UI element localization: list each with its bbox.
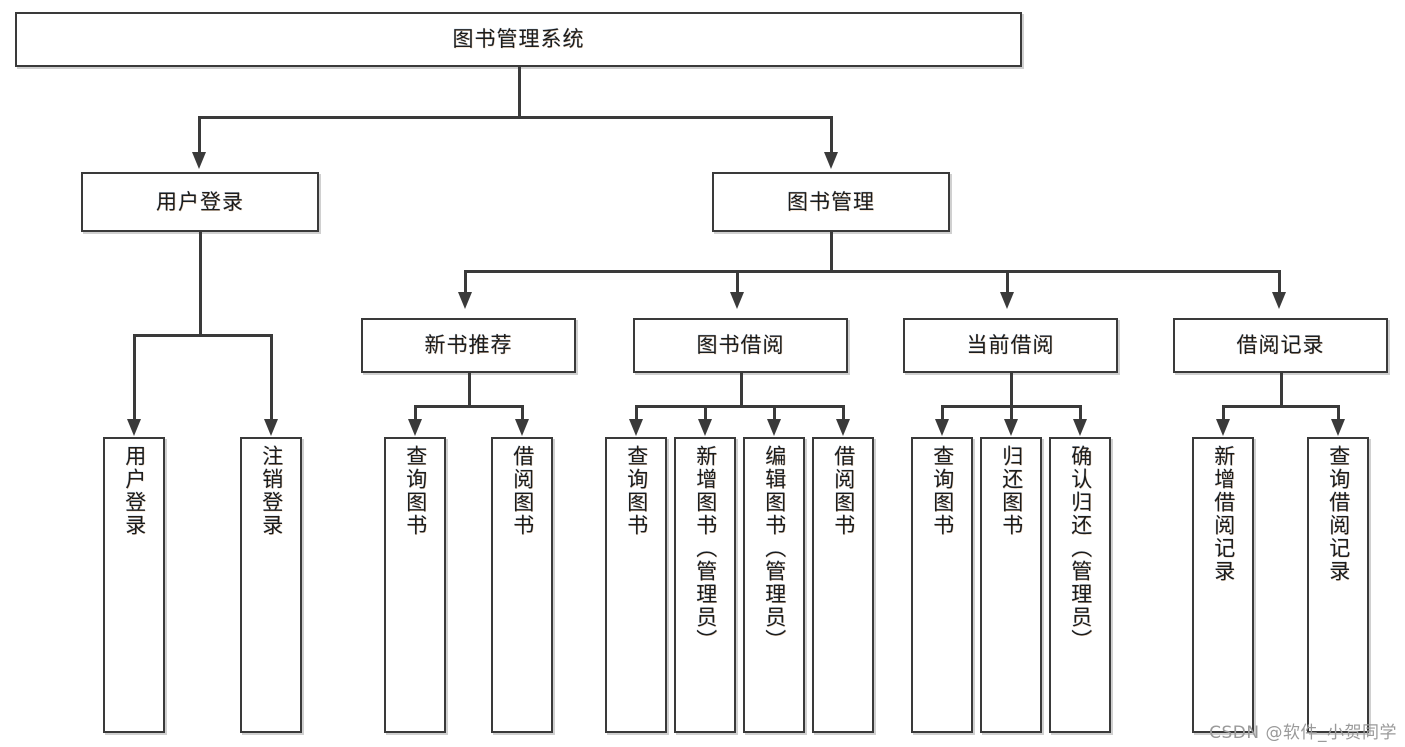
connector-current-borrow-stem bbox=[1010, 373, 1013, 406]
node-label: 图书借阅 bbox=[696, 333, 785, 358]
leaf-label: 查询借阅记录 bbox=[1326, 445, 1351, 583]
arrowhead-cb-leaf-1 bbox=[935, 419, 949, 436]
leaf-bb-add-book-admin[interactable]: 新增图书（管理员） bbox=[674, 437, 736, 733]
leaf-bb-query-book[interactable]: 查询图书 bbox=[605, 437, 667, 733]
leaf-bb-edit-book-admin[interactable]: 编辑图书（管理员） bbox=[743, 437, 805, 733]
leaf-label: 查询图书 bbox=[403, 445, 428, 537]
arrowhead-nb-leaf-2 bbox=[515, 419, 529, 436]
node-current-borrow[interactable]: 当前借阅 bbox=[903, 318, 1118, 373]
leaf-label: 查询图书 bbox=[930, 445, 955, 537]
connector-drop-br-leaf-2 bbox=[1337, 405, 1340, 421]
connector-drop-book-borrow bbox=[736, 270, 739, 294]
connector-book-borrow-stem bbox=[740, 373, 743, 406]
leaf-label: 归还图书 bbox=[999, 445, 1024, 537]
node-label: 图书管理 bbox=[787, 189, 875, 214]
arrowhead-cb-leaf-3 bbox=[1073, 419, 1087, 436]
node-book-management[interactable]: 图书管理 bbox=[712, 172, 950, 232]
connector-borrow-record-stem bbox=[1280, 373, 1283, 406]
arrowhead-cb-leaf-2 bbox=[1004, 419, 1018, 436]
connector-drop-bb-leaf-1 bbox=[635, 405, 638, 421]
leaf-br-add-record[interactable]: 新增借阅记录 bbox=[1192, 437, 1254, 733]
connector-drop-new-book bbox=[464, 270, 467, 294]
arrowhead-br-leaf-2 bbox=[1331, 419, 1345, 436]
connector-drop-br-leaf-1 bbox=[1222, 405, 1225, 421]
leaf-nb-query-book[interactable]: 查询图书 bbox=[384, 437, 446, 733]
connector-drop-leaf-logout bbox=[270, 334, 273, 421]
arrowhead-br-leaf-1 bbox=[1216, 419, 1230, 436]
node-label: 当前借阅 bbox=[966, 333, 1055, 358]
leaf-label: 新增图书（管理员） bbox=[693, 445, 718, 652]
connector-book-mgmt-bus bbox=[464, 270, 1280, 273]
connector-drop-bb-leaf-4 bbox=[842, 405, 845, 421]
leaf-cb-return-book[interactable]: 归还图书 bbox=[980, 437, 1042, 733]
arrowhead-bb-leaf-1 bbox=[629, 419, 643, 436]
arrowhead-book-borrow bbox=[730, 292, 744, 309]
leaf-nb-borrow-book[interactable]: 借阅图书 bbox=[491, 437, 553, 733]
node-label: 新书推荐 bbox=[424, 333, 513, 358]
arrowhead-bb-leaf-2 bbox=[698, 419, 712, 436]
node-book-borrow[interactable]: 图书借阅 bbox=[633, 318, 848, 373]
connector-new-book-stem bbox=[468, 373, 471, 406]
leaf-bb-borrow-book[interactable]: 借阅图书 bbox=[812, 437, 874, 733]
leaf-label: 借阅图书 bbox=[831, 445, 856, 537]
node-label: 借阅记录 bbox=[1236, 333, 1325, 358]
arrowhead-current-borrow bbox=[1000, 292, 1014, 309]
leaf-cb-confirm-return-admin[interactable]: 确认归还（管理员） bbox=[1049, 437, 1111, 733]
node-new-book-recommend[interactable]: 新书推荐 bbox=[361, 318, 576, 373]
connector-borrow-record-bus bbox=[1222, 405, 1339, 408]
connector-drop-bb-leaf-2 bbox=[704, 405, 707, 421]
node-borrow-record[interactable]: 借阅记录 bbox=[1173, 318, 1388, 373]
leaf-label: 新增借阅记录 bbox=[1211, 445, 1236, 583]
connector-book-mgmt-stem bbox=[830, 232, 833, 272]
connector-user-login-stem bbox=[199, 232, 202, 335]
connector-root-bus bbox=[198, 116, 832, 119]
leaf-label: 借阅图书 bbox=[510, 445, 535, 537]
connector-drop-nb-leaf-2 bbox=[521, 405, 524, 421]
connector-drop-user-login bbox=[198, 116, 201, 154]
connector-drop-current-borrow bbox=[1006, 270, 1009, 294]
node-user-login[interactable]: 用户登录 bbox=[81, 172, 319, 232]
connector-book-borrow-bus bbox=[635, 405, 844, 408]
arrowhead-nb-leaf-1 bbox=[408, 419, 422, 436]
arrowhead-borrow-record bbox=[1272, 292, 1286, 309]
connector-drop-cb-leaf-3 bbox=[1079, 405, 1082, 421]
leaf-br-query-record[interactable]: 查询借阅记录 bbox=[1307, 437, 1369, 733]
connector-drop-cb-leaf-2 bbox=[1010, 405, 1013, 421]
arrowhead-bb-leaf-3 bbox=[767, 419, 781, 436]
arrowhead-new-book bbox=[458, 292, 472, 309]
leaf-label: 确认归还（管理员） bbox=[1068, 445, 1093, 652]
connector-drop-bb-leaf-3 bbox=[773, 405, 776, 421]
connector-drop-borrow-record bbox=[1278, 270, 1281, 294]
arrowhead-user-login bbox=[192, 152, 206, 169]
connector-new-book-bus bbox=[414, 405, 523, 408]
arrowhead-book-mgmt bbox=[824, 152, 838, 169]
arrowhead-bb-leaf-4 bbox=[836, 419, 850, 436]
leaf-label: 编辑图书（管理员） bbox=[762, 445, 787, 652]
connector-drop-cb-leaf-1 bbox=[941, 405, 944, 421]
node-label: 图书管理系统 bbox=[452, 27, 585, 52]
connector-drop-nb-leaf-1 bbox=[414, 405, 417, 421]
leaf-logout[interactable]: 注销登录 bbox=[240, 437, 302, 733]
node-label: 用户登录 bbox=[156, 189, 244, 214]
csdn-watermark: CSDN @软件_小贺同学 bbox=[1209, 723, 1397, 743]
node-root-system[interactable]: 图书管理系统 bbox=[15, 12, 1022, 67]
connector-root-stem bbox=[518, 67, 521, 117]
leaf-user-login[interactable]: 用户登录 bbox=[103, 437, 165, 733]
connector-drop-leaf-user-login bbox=[133, 334, 136, 421]
leaf-label: 查询图书 bbox=[624, 445, 649, 537]
arrowhead-leaf-user-login bbox=[127, 419, 141, 436]
connector-user-login-bus bbox=[133, 334, 272, 337]
connector-drop-book-mgmt bbox=[830, 116, 833, 154]
leaf-label: 注销登录 bbox=[259, 445, 284, 537]
leaf-cb-query-book[interactable]: 查询图书 bbox=[911, 437, 973, 733]
arrowhead-leaf-logout bbox=[264, 419, 278, 436]
leaf-label: 用户登录 bbox=[122, 445, 147, 537]
